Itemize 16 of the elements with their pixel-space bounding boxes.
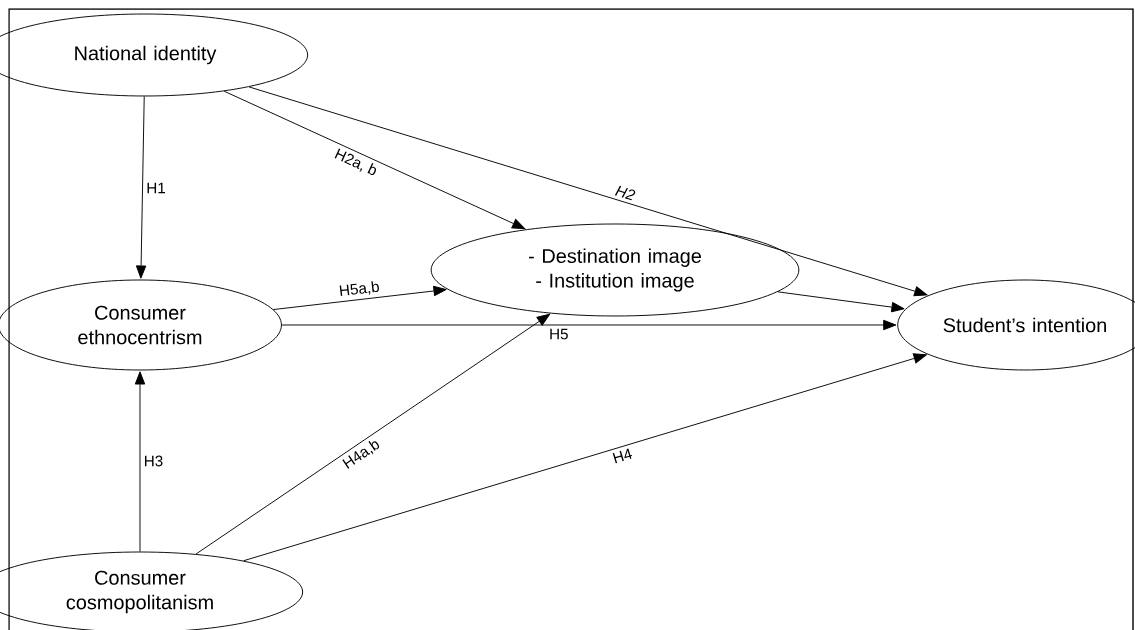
arrow <box>223 90 526 230</box>
edge-label: H5 <box>550 328 568 340</box>
arrow <box>281 319 897 331</box>
arrow <box>195 313 551 555</box>
edge-label: H5a,b <box>339 281 379 296</box>
arrow <box>243 353 927 562</box>
arrow <box>272 285 447 311</box>
edge-label: H1 <box>147 182 165 194</box>
arrow <box>134 371 146 552</box>
edge-label: H2 <box>614 185 636 201</box>
arrow <box>777 291 905 313</box>
arrow <box>135 96 147 279</box>
edge-label: H4 <box>612 448 633 464</box>
arrow <box>248 86 928 297</box>
edge-label: H3 <box>145 455 163 467</box>
edge-label: H2a, b <box>334 148 377 176</box>
